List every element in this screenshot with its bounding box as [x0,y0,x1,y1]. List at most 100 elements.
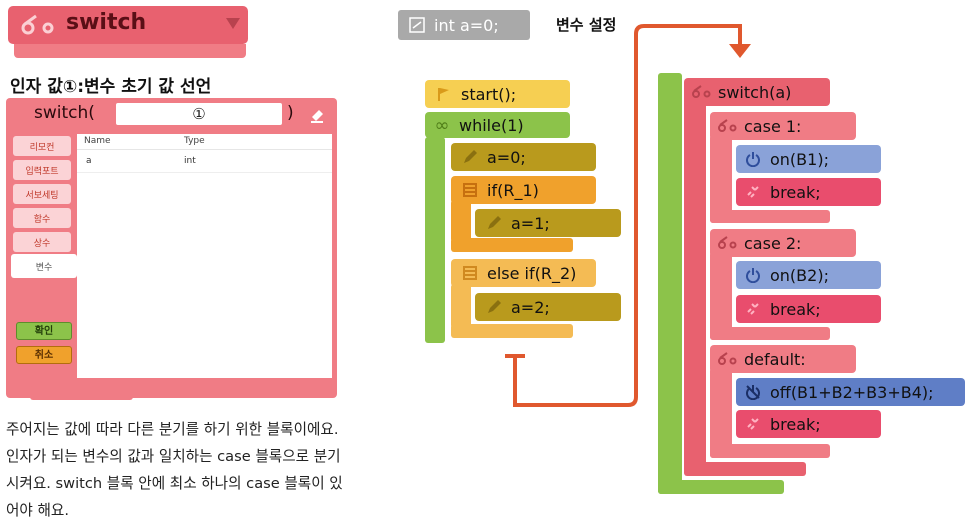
pencil-icon [459,149,481,165]
default-side-bar [710,368,732,458]
switch-icon [716,352,738,366]
broken-link-icon [742,301,764,317]
table-header [77,134,332,150]
variable-block-label: int a=0; [434,15,499,35]
off-label: off(B1+B2+B3+B4); [770,382,934,402]
on-b1-label: on(B1); [770,149,829,169]
variable-caption: 변수 설정 [556,16,617,34]
outer-green-bottom [658,480,784,494]
while-block[interactable]: ∞ while(1) [425,112,570,138]
case1-side-bar [710,135,732,223]
switch-side-bar [684,100,706,470]
row-name-cell: a [86,156,92,166]
description-line-3: 시켜요. switch 블록 안에 최소 하나의 case 블록이 있 [6,475,343,492]
column-header-name: Name [84,136,111,146]
switch-label: switch(a) [718,82,792,102]
while-side-bar [425,137,445,343]
on-b2-label: on(B2); [770,265,829,285]
assign-a0-block[interactable]: a=0; [451,143,596,171]
default-label: default: [744,349,806,369]
description-line-2: 인자가 되는 변수의 값과 일치하는 case 블록으로 분기 [6,448,341,465]
broken-link-icon [742,184,764,200]
power-icon [742,151,764,167]
dropdown-arrow-icon[interactable] [226,18,240,29]
case2-side-bar [710,252,732,340]
if-side-bar [451,200,471,242]
variable-block[interactable]: int a=0; [398,10,530,40]
variable-icon [406,17,428,33]
outer-green-bar [658,73,682,494]
cancel-button[interactable]: 취소 [16,346,72,364]
argument-input[interactable]: ① [116,103,282,125]
break1-label: break; [770,182,821,202]
default-bottom-bar [710,444,830,458]
elseif-side-bar [451,284,471,328]
break3-label: break; [770,414,821,434]
switch-icon [18,14,58,40]
elseif-bottom-bar [451,324,573,338]
switch-palette-inner [14,44,246,58]
assign-a1-label: a=1; [511,213,550,233]
on-b1-block[interactable]: on(B1); [736,145,881,173]
assign-a1-block[interactable]: a=1; [475,209,621,237]
off-block[interactable]: off(B1+B2+B3+B4); [736,378,965,406]
power-off-icon [742,384,764,400]
section-title: 인자 값①:변수 초기 값 선언 [10,77,212,97]
break3-block[interactable]: break; [736,410,881,438]
tab-servo-setting[interactable]: 서보세팅 [13,184,71,204]
column-header-type: Type [184,136,205,146]
on-b2-block[interactable]: on(B2); [736,261,881,289]
list-icon [459,182,481,198]
table-row[interactable] [77,151,332,173]
description-line-4: 어야 해요. [6,502,69,519]
switch-icon [690,85,712,99]
assign-a0-label: a=0; [487,147,526,167]
row-type-cell: int [184,156,196,166]
case2-label: case 2: [744,233,802,253]
dialog-switch-prefix: switch( [34,103,95,123]
case2-bottom-bar [710,327,830,340]
confirm-button[interactable]: 확인 [16,322,72,340]
switch-icon [716,236,738,250]
broken-link-icon [742,416,764,432]
start-label: start(); [461,84,517,104]
case1-label: case 1: [744,116,802,136]
elseif-label: else if(R_2) [487,263,577,283]
assign-a2-label: a=2; [511,297,550,317]
case1-bottom-bar [710,210,830,223]
if-label: if(R_1) [487,180,539,200]
break1-block[interactable]: break; [736,178,881,206]
dialog-bottom-bar [30,386,133,400]
pencil-icon [483,215,505,231]
default-block[interactable]: default: [710,345,856,373]
switch-icon [716,119,738,133]
case2-block[interactable]: case 2: [710,229,856,257]
description-line-1: 주어지는 값에 따라 다른 분기를 하기 위한 블록이에요. [6,421,339,438]
tab-input-port[interactable]: 입력포트 [13,160,71,180]
pencil-icon [483,299,505,315]
eraser-icon[interactable] [308,106,326,128]
break2-label: break; [770,299,821,319]
switch-bottom-bar [684,462,806,476]
switch-block[interactable]: switch(a) [684,78,830,106]
switch-block-label: switch [66,10,147,35]
flag-icon [433,86,455,102]
variable-table [77,134,332,378]
case1-block[interactable]: case 1: [710,112,856,140]
while-label: while(1) [459,115,524,135]
break2-block[interactable]: break; [736,295,881,323]
if-block[interactable]: if(R_1) [451,176,596,204]
tab-variable[interactable]: 변수 [11,254,77,278]
start-block[interactable]: start(); [425,80,570,108]
dialog-switch-suffix: ) [287,103,294,123]
infinity-icon: ∞ [434,114,450,136]
tab-constant[interactable]: 상수 [13,232,71,252]
list-icon [459,265,481,281]
elseif-block[interactable]: else if(R_2) [451,259,596,287]
power-icon [742,267,764,283]
tab-remote[interactable]: 리모컨 [13,136,71,156]
assign-a2-block[interactable]: a=2; [475,293,621,321]
if-bottom-bar [451,238,573,252]
tab-function[interactable]: 함수 [13,208,71,228]
